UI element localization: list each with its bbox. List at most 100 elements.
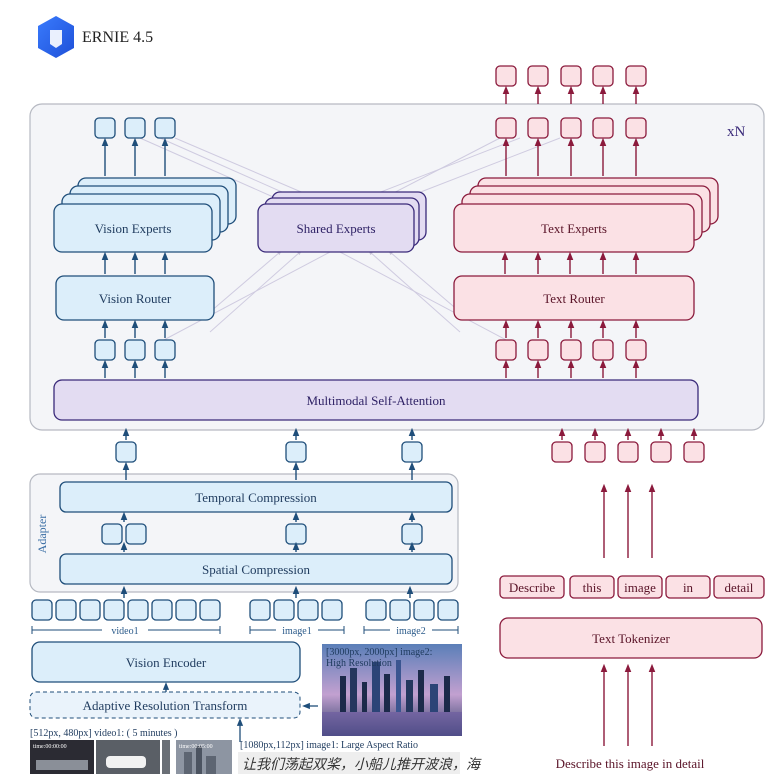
vision-routed-token [94,339,116,361]
shared-experts-box [257,203,415,253]
image1-patch-token [273,599,295,621]
vision-input-token [115,441,137,463]
shared-experts-stack: Shared Experts [257,191,427,253]
adapter-image-token [401,523,423,545]
image1-frame-time: time:00:05:00 [179,744,213,750]
token-box-0 [499,575,565,599]
video1-frames: time:00:00:00 [30,740,170,774]
video1-patch-token [103,599,125,621]
temporal-compression-label: Temporal Compression [195,490,317,505]
token-row: Describe this image in detail [499,575,765,599]
vision-expert-output-token [124,117,146,139]
vision-experts-stack: Vision Experts [53,177,237,253]
attention-label: Multimodal Self-Attention [306,393,446,408]
adapter-image-token [285,523,307,545]
video1-patch-token [151,599,173,621]
handwriting-strip: 让我们荡起双桨，小船儿推开波浪，海 [238,752,482,774]
group-label-video1: video1 [111,626,138,637]
token-4: detail [725,580,754,595]
repeat-label: xN [727,124,746,140]
text-expert-output-token [560,117,582,139]
image1-patch-token [321,599,343,621]
vision-router-label: Vision Router [99,291,172,306]
text-input-token [551,441,573,463]
video1-patch-token [175,599,197,621]
adapter-video-token [125,523,147,545]
attention-box [53,379,699,421]
text-input-token [650,441,672,463]
adapter-title: Adapter [35,515,49,554]
group-label-image1: image1 [282,626,311,637]
video1-patch-token [199,599,221,621]
image1-picture: time:00:05:00 [176,740,232,774]
text-routed-token [625,339,647,361]
token-box-1 [569,575,615,599]
output-token [560,65,582,87]
vision-expert-output-token [94,117,116,139]
text-routed-token [527,339,549,361]
image2-caption-line2: High Resolution [326,658,392,669]
vision-expert-output-token [154,117,176,139]
adapter-video-token [101,523,123,545]
vision-input-token [285,441,307,463]
image2-caption-line1: [3000px, 2000px] image2: [326,647,432,658]
image2-patch-token [365,599,387,621]
image2-patch-token [413,599,435,621]
temporal-compression-box [59,481,453,513]
adaptive-transform-box [29,691,301,719]
vision-routed-token [124,339,146,361]
token-box-2 [617,575,663,599]
image1-patch-token [297,599,319,621]
vision-experts-label: Vision Experts [95,221,172,236]
prompt-text: Describe this image in detail [556,756,705,771]
text-experts-stack: Text Experts [453,177,719,253]
text-input-token [617,441,639,463]
vision-encoder-box [31,641,301,683]
token-3: in [683,580,694,595]
text-expert-output-token [495,117,517,139]
spatial-compression-label: Spatial Compression [202,562,310,577]
image2-patch-token [389,599,411,621]
shared-expert-routes [139,137,561,343]
ernie-logo: ERNIE 4.5 [38,16,153,58]
text-routed-token [495,339,517,361]
text-expert-output-token [625,117,647,139]
text-expert-output-token [592,117,614,139]
text-input-token [584,441,606,463]
token-1: this [583,580,602,595]
output-token [625,65,647,87]
text-router-label: Text Router [543,291,605,306]
text-input-token [683,441,705,463]
image1-patch-token [249,599,271,621]
text-experts-box [453,203,695,253]
video1-patch-token [31,599,53,621]
adaptive-transform-label: Adaptive Resolution Transform [83,698,248,713]
text-experts-label: Text Experts [541,221,607,236]
text-expert-output-token [527,117,549,139]
text-tokenizer-box [499,617,763,659]
output-token [527,65,549,87]
video1-patch-token [79,599,101,621]
vision-routed-token [154,339,176,361]
token-arrow-layer [31,65,705,746]
handwriting-text: 让我们荡起双桨，小船儿推开波浪，海 [242,757,482,773]
token-2: image [624,580,656,595]
video1-caption: [512px, 480px] video1: ( 5 minutes ) [30,728,177,739]
brand-name: ERNIE 4.5 [82,29,153,46]
group-label-image2: image2 [396,626,425,637]
token-box-4 [713,575,765,599]
text-routed-token [592,339,614,361]
spatial-compression-box [59,553,453,585]
image2-picture: [3000px, 2000px] image2: High Resolution [322,644,462,736]
token-box-3 [665,575,711,599]
video1-frame1-time: time:00:00:00 [33,744,67,750]
image2-patch-token [437,599,459,621]
shared-experts-label: Shared Experts [296,221,375,236]
text-routed-token [560,339,582,361]
video1-patch-token [55,599,77,621]
vision-encoder-label: Vision Encoder [126,655,207,670]
vision-input-token [401,441,423,463]
output-token [495,65,517,87]
output-token [592,65,614,87]
